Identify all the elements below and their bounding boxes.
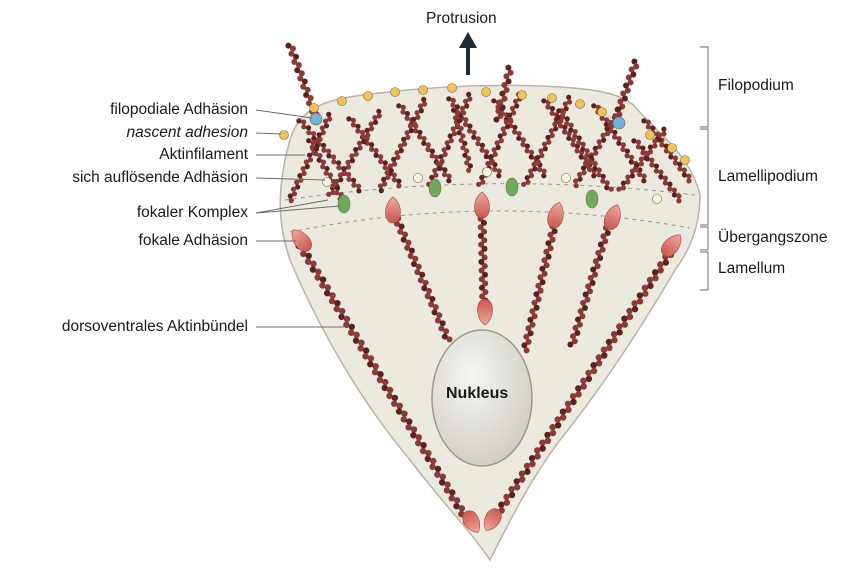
label-nascent-adhesion: nascent adhesion — [126, 124, 248, 142]
nascent-adhesion — [646, 131, 655, 140]
right-brackets — [700, 47, 708, 290]
dissolving-adhesion — [323, 178, 332, 187]
nascent-adhesion — [548, 94, 557, 103]
bracket-lamellum — [700, 252, 708, 290]
nascent-adhesion — [681, 156, 690, 165]
filopodial-adhesion — [310, 113, 322, 125]
bracket-filopodium — [700, 47, 708, 127]
nucleus-label: Nukleus — [446, 385, 508, 403]
nascent-adhesion — [338, 97, 347, 106]
nascent-adhesion — [598, 108, 607, 117]
focal-complex — [586, 190, 598, 208]
focal-complex — [338, 195, 350, 213]
focal-complex — [506, 178, 518, 196]
nascent-adhesion — [391, 88, 400, 97]
label-aktinfilament: Aktinfilament — [159, 146, 248, 164]
leader-nascent-adhesion — [256, 133, 281, 134]
label-lamellipodium: Lamellipodium — [718, 168, 818, 186]
nascent-adhesion — [482, 88, 491, 97]
nascent-adhesion — [364, 92, 373, 101]
label-fokaler-komplex: fokaler Komplex — [137, 204, 248, 222]
label-lamellum: Lamellum — [718, 260, 785, 278]
bracket-lamellipodium — [700, 129, 708, 225]
label-filopodium: Filopodium — [718, 77, 794, 95]
nascent-adhesion — [419, 86, 428, 95]
protrusion-label: Protrusion — [426, 10, 497, 28]
label-ubergangszone: Übergangszone — [718, 229, 827, 247]
nascent-adhesion — [518, 91, 527, 100]
label-sich-auflosende-adhasion: sich auflösende Adhäsion — [72, 169, 248, 187]
label-fokale-adhasion: fokale Adhäsion — [139, 232, 248, 250]
focal-complex — [429, 179, 441, 197]
label-filopodiale-adhasion: filopodiale Adhäsion — [110, 101, 248, 119]
filopodial-adhesion — [613, 117, 625, 129]
dissolving-adhesion — [414, 174, 423, 183]
leader-filopodiale-adhasion — [256, 110, 312, 118]
dissolving-adhesion — [653, 195, 662, 204]
nascent-adhesion — [668, 144, 677, 153]
nascent-adhesion — [310, 104, 319, 113]
label-dorsoventrales-aktinbundel: dorsoventrales Aktinbündel — [62, 318, 248, 336]
dissolving-adhesion — [562, 174, 571, 183]
dissolving-adhesion — [483, 168, 492, 177]
nascent-adhesion — [448, 84, 457, 93]
nascent-adhesion — [280, 131, 289, 140]
protrusion-arrow — [459, 32, 477, 75]
bracket-ubergangszone — [700, 227, 708, 250]
nascent-adhesion — [576, 100, 585, 109]
